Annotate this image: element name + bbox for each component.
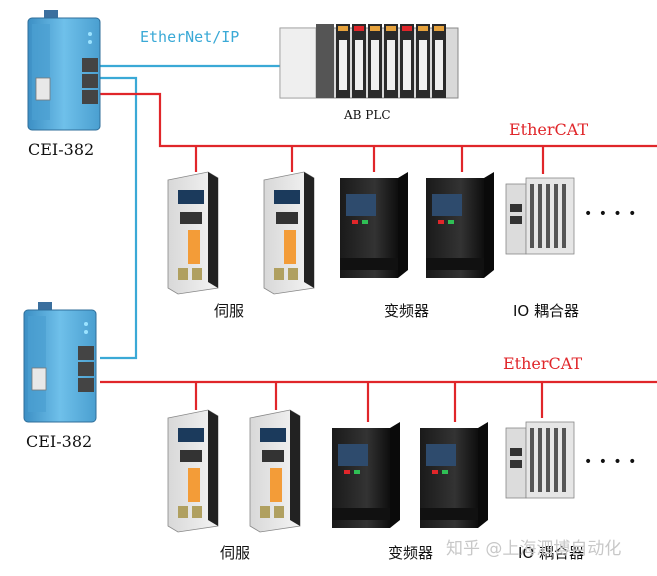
- servo-drive-top-1: [167, 171, 219, 295]
- vfd-bottom-2: [420, 422, 488, 528]
- io-top-label: IO 耦合器: [513, 302, 579, 320]
- ethercat-top-label: EtherCAT: [509, 120, 589, 139]
- io-bottom-label: IO 耦合器: [518, 544, 584, 562]
- ethernet-ip-links: [100, 64, 280, 360]
- servo-top-label: 伺服: [214, 302, 245, 320]
- vfd-top-1: [340, 172, 408, 278]
- io-coupler-top: [505, 177, 575, 255]
- gateway-bottom-label: CEI-382: [26, 432, 93, 451]
- servo-bottom-label: 伺服: [220, 544, 251, 562]
- vfd-top-2: [426, 172, 494, 278]
- ethercat-bottom-label: EtherCAT: [503, 354, 583, 373]
- gateway-bottom: [23, 302, 97, 423]
- ab-plc: [279, 24, 459, 99]
- gateway-top: [27, 10, 101, 131]
- ethernet-ip-label: EtherNet/IP: [140, 28, 240, 46]
- ellipsis-bottom: • • • •: [584, 454, 638, 470]
- io-coupler-bottom: [505, 421, 575, 499]
- vfd-bottom-1: [332, 422, 400, 528]
- vfd-top-label: 变频器: [384, 302, 430, 320]
- ethercat-top-links: [100, 92, 657, 174]
- servo-drive-bottom-2: [249, 409, 301, 533]
- gateway-top-label: CEI-382: [28, 140, 95, 159]
- plc-label: AB PLC: [344, 108, 391, 122]
- servo-drive-bottom-1: [167, 409, 219, 533]
- vfd-bottom-label: 变频器: [388, 544, 434, 562]
- ethercat-bottom-links: [100, 380, 657, 422]
- servo-drive-top-2: [263, 171, 315, 295]
- ellipsis-top: • • • •: [584, 206, 638, 222]
- watermark: 知乎 @上海泗博自动化: [446, 539, 622, 559]
